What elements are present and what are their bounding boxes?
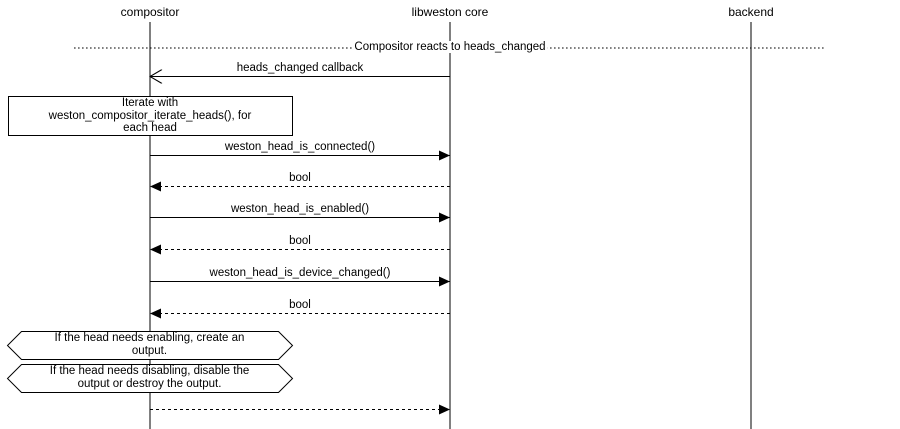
participant-label-backend: backend xyxy=(728,5,774,19)
note-text: Iterate with weston_compositor_iterate_h… xyxy=(48,97,252,134)
note-box xyxy=(8,96,293,136)
messages-group xyxy=(150,77,450,415)
message-label-bool-device-changed: bool xyxy=(286,299,314,311)
message-label-weston-head-is-connected: weston_head_is_connected() xyxy=(221,141,379,153)
fragment-text-if-head-needs-disabling: If the head needs disabling, disable the… xyxy=(49,365,250,390)
fragment-hexagon-if-head-needs-enabling xyxy=(6,331,294,360)
message-label-weston-head-is-device-changed: weston_head_is_device_changed() xyxy=(206,267,394,279)
participant-label-compositor: compositor xyxy=(120,5,180,19)
lifelines-group xyxy=(149,22,752,429)
fragment-text-if-head-needs-enabling: If the head needs enabling, create an ou… xyxy=(54,332,245,357)
fragments-group xyxy=(6,331,294,393)
message-label-heads-changed-callback: heads_changed callback xyxy=(233,62,367,74)
message-label-bool-connected: bool xyxy=(286,172,314,184)
note-group xyxy=(8,96,293,136)
message-label-weston-head-is-enabled: weston_head_is_enabled() xyxy=(227,203,373,215)
participant-label-libweston-core: libweston core xyxy=(411,5,489,19)
fragment-hexagon-if-head-needs-disabling xyxy=(6,364,294,393)
message-label-bool-enabled: bool xyxy=(286,235,314,247)
divider-label: Compositor reacts to heads_changed xyxy=(352,41,548,53)
